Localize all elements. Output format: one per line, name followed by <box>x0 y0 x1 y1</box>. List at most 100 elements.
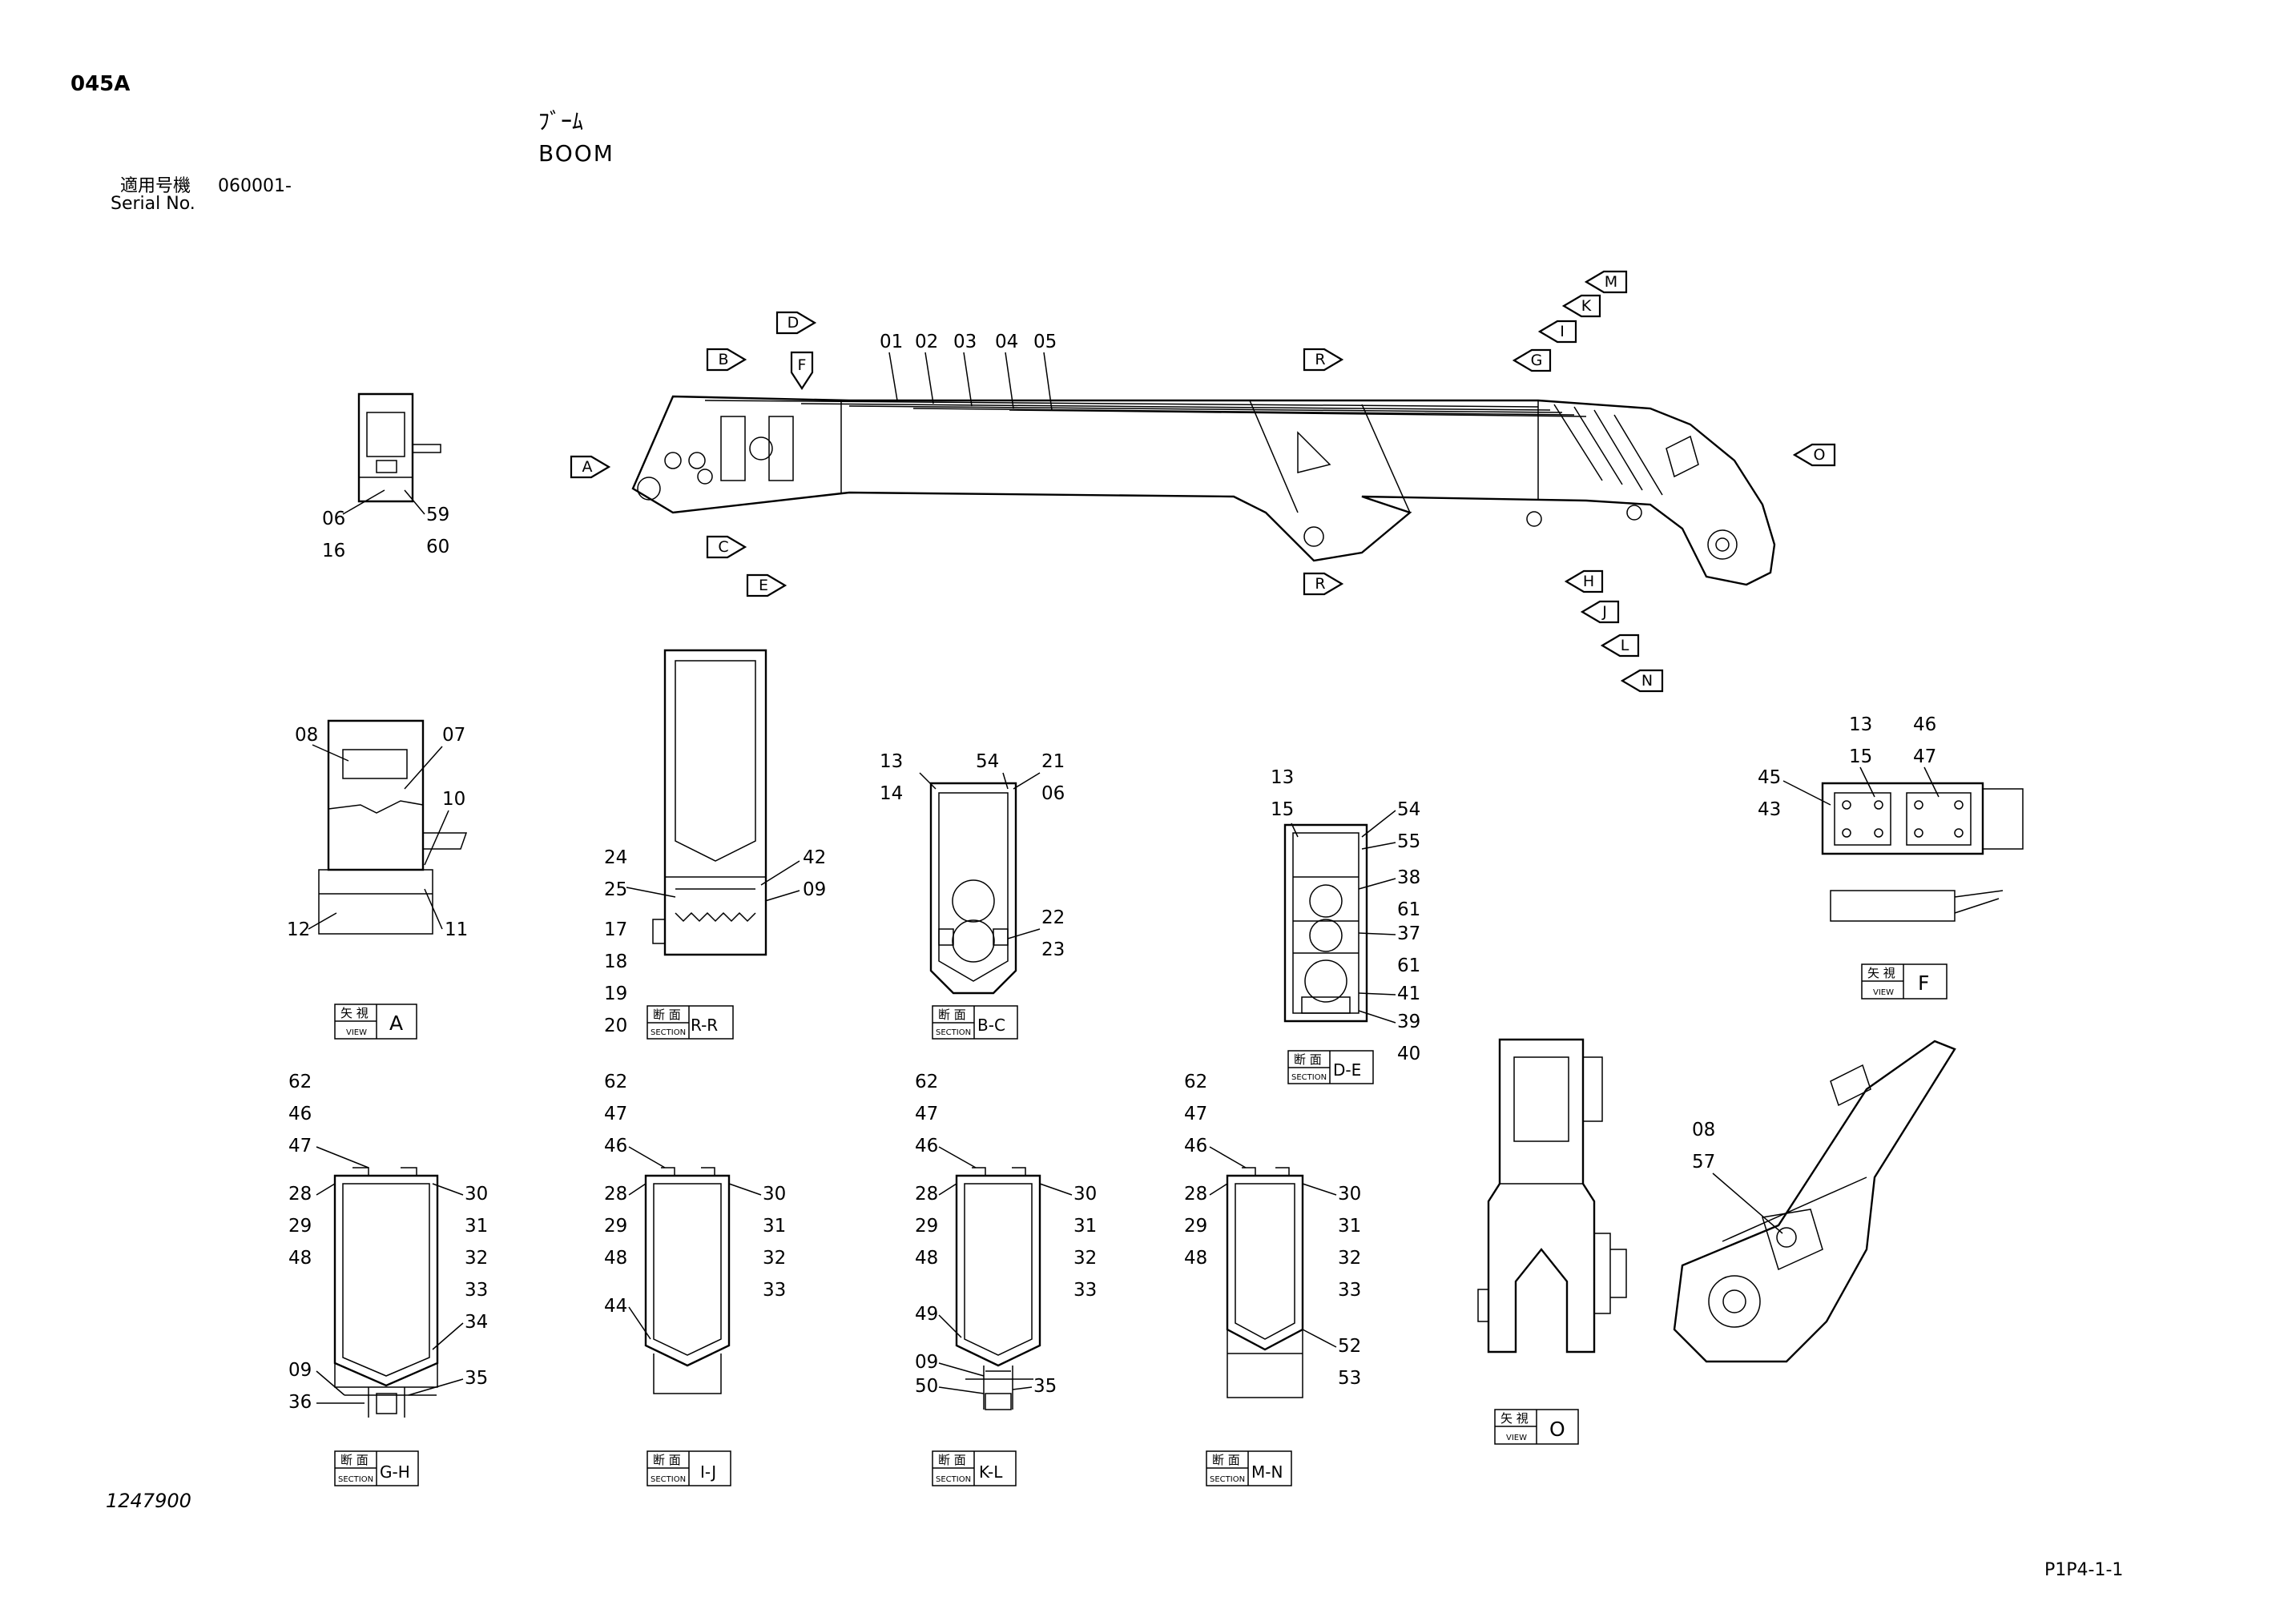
svg-text:A: A <box>389 1012 403 1035</box>
svg-text:D-E: D-E <box>1333 1060 1361 1080</box>
section-de-drawing: 13 15 54 55 38 61 37 61 41 39 40 断 面 SEC… <box>1271 767 1420 1084</box>
svg-text:38: 38 <box>1397 867 1420 888</box>
svg-text:29: 29 <box>288 1216 312 1237</box>
svg-text:41: 41 <box>1397 983 1420 1004</box>
svg-text:49: 49 <box>915 1304 938 1325</box>
svg-text:断 面: 断 面 <box>1212 1453 1240 1467</box>
svg-text:61: 61 <box>1397 955 1420 976</box>
svg-text:11: 11 <box>445 919 468 940</box>
svg-text:断 面: 断 面 <box>938 1008 966 1022</box>
section-mn-drawing: 62 47 46 28 29 48 30 31 32 33 52 53 断 面 … <box>1184 1072 1361 1486</box>
svg-text:46: 46 <box>288 1104 312 1124</box>
view-f-tag: 矢 視 VIEW F <box>1861 963 1948 1000</box>
svg-text:R: R <box>1315 351 1325 368</box>
svg-text:SECTION: SECTION <box>1291 1073 1327 1082</box>
svg-text:32: 32 <box>763 1248 786 1269</box>
svg-text:55: 55 <box>1397 831 1420 852</box>
view-a-tag: 矢 視 VIEW A <box>334 1004 417 1040</box>
svg-text:19: 19 <box>604 983 627 1004</box>
svg-text:46: 46 <box>1184 1136 1207 1156</box>
svg-text:48: 48 <box>604 1248 627 1269</box>
svg-text:08: 08 <box>295 725 318 746</box>
boom-assembly <box>631 395 1776 586</box>
view-arrow-e: E <box>746 573 787 597</box>
svg-text:L: L <box>1621 637 1629 654</box>
svg-text:15: 15 <box>1271 799 1294 820</box>
svg-text:48: 48 <box>1184 1248 1207 1269</box>
svg-text:K: K <box>1581 297 1592 315</box>
svg-text:I: I <box>1560 323 1565 340</box>
svg-text:47: 47 <box>604 1104 627 1124</box>
svg-text:40: 40 <box>1397 1044 1420 1064</box>
svg-text:09: 09 <box>288 1360 312 1381</box>
svg-text:33: 33 <box>1338 1280 1361 1301</box>
section-rr-tag: 断 面 SECTION R-R <box>647 1005 734 1040</box>
bracket-detail-drawing: 08 57 <box>1673 1040 1956 1363</box>
svg-text:31: 31 <box>1073 1216 1097 1237</box>
view-arrow-i: I <box>1537 320 1577 344</box>
svg-text:SECTION: SECTION <box>338 1475 373 1484</box>
svg-text:09: 09 <box>803 879 826 900</box>
view-arrow-j: J <box>1580 600 1620 624</box>
svg-text:50: 50 <box>915 1376 938 1397</box>
svg-text:13: 13 <box>1849 714 1872 735</box>
section-gh-tag: 断 面 SECTION G-H <box>334 1450 419 1486</box>
svg-text:VIEW: VIEW <box>1873 988 1894 997</box>
svg-text:44: 44 <box>604 1296 627 1317</box>
view-f-drawing: 13 15 46 47 45 43 矢 視 VIEW F <box>1758 714 2024 1000</box>
svg-text:20: 20 <box>604 1016 627 1036</box>
svg-text:25: 25 <box>604 879 627 900</box>
section-bc-drawing: 13 14 54 21 06 22 23 断 面 SECTION B-C <box>880 751 1065 1040</box>
svg-text:47: 47 <box>915 1104 938 1124</box>
svg-text:35: 35 <box>1033 1376 1057 1397</box>
svg-text:断 面: 断 面 <box>340 1453 369 1467</box>
svg-text:18: 18 <box>604 951 627 972</box>
svg-text:54: 54 <box>976 751 999 772</box>
svg-text:30: 30 <box>1073 1184 1097 1205</box>
view-arrow-r-bottom: R <box>1303 572 1344 596</box>
view-arrow-h: H <box>1564 569 1604 593</box>
svg-text:VIEW: VIEW <box>1506 1434 1527 1442</box>
callout-04: 04 <box>995 332 1018 352</box>
svg-text:矢 視: 矢 視 <box>1500 1411 1529 1426</box>
boom-callouts: 01 02 03 04 05 <box>880 332 1057 411</box>
callout-01: 01 <box>880 332 903 352</box>
svg-text:断 面: 断 面 <box>938 1453 966 1467</box>
svg-text:46: 46 <box>1913 714 1936 735</box>
view-arrow-g: G <box>1512 348 1552 372</box>
svg-text:62: 62 <box>288 1072 312 1092</box>
title-japanese: ﾌﾞｰﾑ <box>538 108 584 135</box>
section-ij-drawing: 62 47 46 28 29 48 30 31 32 33 44 断 面 SEC… <box>604 1072 786 1486</box>
svg-text:39: 39 <box>1397 1012 1420 1032</box>
svg-text:N: N <box>1641 672 1653 690</box>
svg-text:B-C: B-C <box>977 1016 1005 1035</box>
view-arrow-l: L <box>1600 634 1640 658</box>
svg-text:O: O <box>1549 1418 1565 1441</box>
view-arrow-k: K <box>1561 294 1601 318</box>
view-arrow-r-top: R <box>1303 348 1344 372</box>
svg-text:B: B <box>718 351 728 368</box>
svg-text:54: 54 <box>1397 799 1420 820</box>
svg-text:30: 30 <box>1338 1184 1361 1205</box>
section-kl-tag: 断 面 SECTION K-L <box>932 1450 1017 1486</box>
svg-text:29: 29 <box>604 1216 627 1237</box>
svg-text:M-N: M-N <box>1251 1462 1283 1482</box>
svg-text:62: 62 <box>1184 1072 1207 1092</box>
svg-text:08: 08 <box>1692 1120 1715 1140</box>
section-mn-tag: 断 面 SECTION M-N <box>1206 1450 1292 1486</box>
svg-text:断 面: 断 面 <box>653 1008 681 1022</box>
svg-text:矢 視: 矢 視 <box>340 1006 369 1020</box>
svg-text:30: 30 <box>465 1184 488 1205</box>
serial-number: 060001- <box>218 176 292 196</box>
svg-text:33: 33 <box>465 1280 488 1301</box>
page-code: P1P4-1-1 <box>2044 1560 2124 1580</box>
svg-text:12: 12 <box>287 919 310 940</box>
serial-label-english: Serial No. <box>111 194 195 214</box>
svg-text:37: 37 <box>1397 923 1420 944</box>
callout-16: 16 <box>322 541 345 561</box>
serial-label-japanese: 適用号機 <box>120 176 191 196</box>
svg-text:A: A <box>582 458 593 476</box>
svg-text:SECTION: SECTION <box>936 1475 971 1484</box>
svg-text:E: E <box>759 577 768 594</box>
svg-text:H: H <box>1583 573 1594 590</box>
